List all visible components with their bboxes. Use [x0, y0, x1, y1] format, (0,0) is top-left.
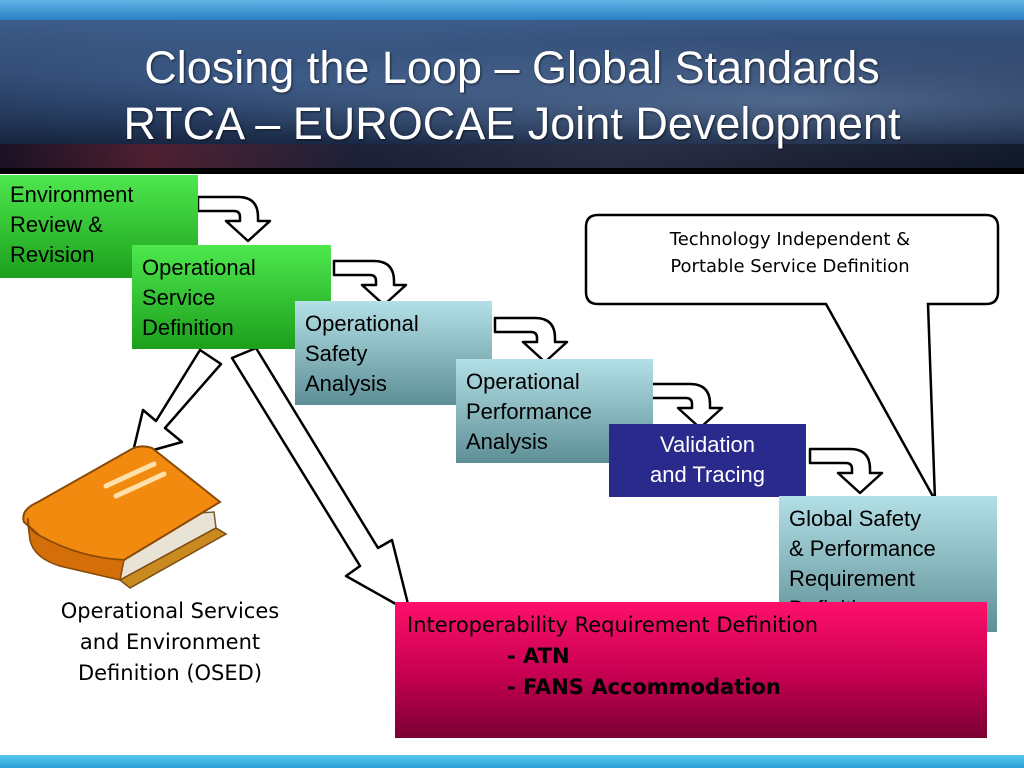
- book-icon: [22, 445, 228, 589]
- curved-arrow-icon: [648, 382, 724, 430]
- down-arrow-icon: [130, 348, 223, 458]
- global-line-1: Global Safety: [789, 506, 922, 531]
- performance-line-2: Performance: [466, 399, 592, 424]
- environment-line-3: Revision: [10, 242, 95, 267]
- operational-service-line-2: Service: [142, 285, 216, 310]
- interop-item-fans: - FANS Accommodation: [507, 675, 781, 699]
- curved-arrow-icon: [196, 195, 272, 243]
- osed-line-3: Definition (OSED): [77, 661, 263, 685]
- bottom-banner-strip: [0, 755, 1024, 768]
- operational-service-line-1: Operational: [142, 255, 256, 280]
- title-line-1: Closing the Loop – Global Standards: [144, 42, 880, 93]
- safety-line-2: Safety: [305, 341, 368, 366]
- environment-line-2: Review &: [10, 212, 103, 237]
- global-line-2: & Performance: [789, 536, 936, 561]
- callout-bubble: [584, 213, 1000, 501]
- curved-arrow-icon: [493, 316, 569, 364]
- callout-line-1: Technology Independent &: [669, 229, 911, 250]
- interop-item-atn: - ATN: [507, 644, 570, 668]
- callout-line-2: Portable Service Definition: [670, 256, 910, 277]
- osed-label: Operational Services and Environment Def…: [20, 596, 320, 689]
- osed-line-2: and Environment: [79, 630, 261, 654]
- curved-arrow-icon: [808, 447, 884, 495]
- top-banner-strip: [0, 0, 1024, 20]
- validation-line-1: Validation: [660, 432, 755, 457]
- callout-text: Technology Independent & Portable Servic…: [590, 226, 990, 280]
- header-banner: [0, 20, 1024, 168]
- safety-line-3: Analysis: [305, 371, 387, 396]
- environment-line-1: Environment: [10, 182, 134, 207]
- validation-line-2: and Tracing: [650, 462, 765, 487]
- performance-line-3: Analysis: [466, 429, 548, 454]
- slide-title: Closing the Loop – Global Standards RTCA…: [0, 40, 1024, 152]
- global-line-3: Requirement: [789, 566, 915, 591]
- interoperability-box: Interoperability Requirement Definition …: [395, 602, 987, 738]
- title-line-2: RTCA – EUROCAE Joint Development: [123, 98, 901, 149]
- operational-service-line-3: Definition: [142, 315, 234, 340]
- safety-line-1: Operational: [305, 311, 419, 336]
- header-divider: [0, 168, 1024, 174]
- curved-arrow-icon: [332, 259, 408, 307]
- validation-tracing-box: Validation and Tracing: [609, 424, 806, 497]
- operational-service-box: Operational Service Definition: [132, 245, 331, 349]
- down-arrow-icon: [230, 346, 412, 614]
- osed-line-1: Operational Services: [60, 599, 280, 623]
- performance-line-1: Operational: [466, 369, 580, 394]
- interop-heading: Interoperability Requirement Definition: [407, 613, 819, 637]
